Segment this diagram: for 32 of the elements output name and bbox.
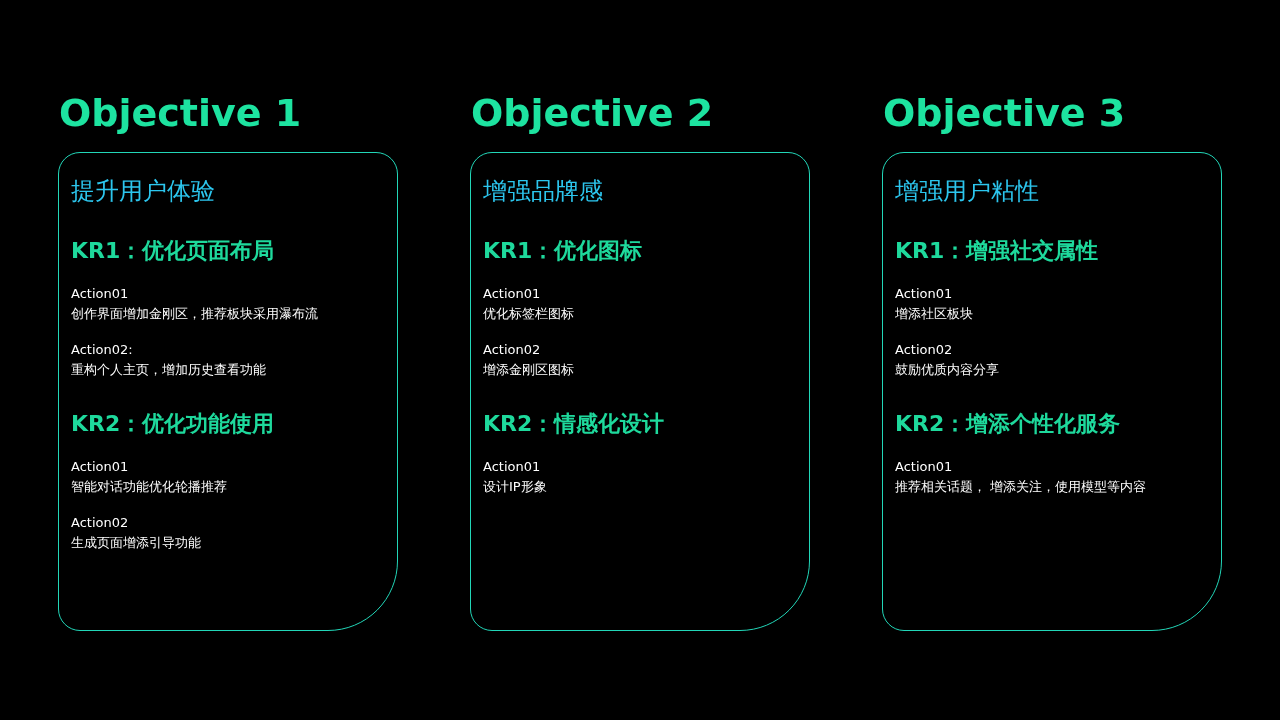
action-description: 推荐相关话题， 增添关注，使用模型等内容 xyxy=(895,478,1148,496)
action-description: 优化标签栏图标 xyxy=(483,305,575,323)
action-label: Action01 xyxy=(895,285,954,303)
action-description: 生成页面增添引导功能 xyxy=(71,534,202,552)
action-label: Action01 xyxy=(483,458,542,476)
action-label: Action02 xyxy=(895,341,954,359)
action-label: Action01 xyxy=(71,458,130,476)
action-description: 增添社区板块 xyxy=(895,305,974,323)
action-label: Action01 xyxy=(483,285,542,303)
key-result-heading: KR2：优化功能使用 xyxy=(71,410,276,438)
action-label: Action01 xyxy=(71,285,130,303)
action-label: Action02 xyxy=(483,341,542,359)
action-description: 智能对话功能优化轮播推荐 xyxy=(71,478,228,496)
action-label: Action01 xyxy=(895,458,954,476)
action-label: Action02: xyxy=(71,341,134,359)
key-result-heading: KR1：优化页面布局 xyxy=(71,237,276,265)
objective-heading: Objective 1 xyxy=(59,91,302,135)
action-description: 增添金刚区图标 xyxy=(483,361,575,379)
key-result-heading: KR1：增强社交属性 xyxy=(895,237,1100,265)
objective-heading: Objective 3 xyxy=(883,91,1126,135)
objective-subtitle: 增强用户粘性 xyxy=(895,176,1039,207)
action-description: 鼓励优质内容分享 xyxy=(895,361,1000,379)
action-description: 创作界面增加金刚区，推荐板块采用瀑布流 xyxy=(71,305,319,323)
key-result-heading: KR1：优化图标 xyxy=(483,237,644,265)
action-description: 重构个人主页，增加历史查看功能 xyxy=(71,361,267,379)
objective-subtitle: 增强品牌感 xyxy=(483,176,603,207)
action-label: Action02 xyxy=(71,514,130,532)
objective-subtitle: 提升用户体验 xyxy=(71,176,215,207)
action-description: 设计IP形象 xyxy=(483,478,548,496)
objective-heading: Objective 2 xyxy=(471,91,714,135)
key-result-heading: KR2：情感化设计 xyxy=(483,410,666,438)
key-result-heading: KR2：增添个性化服务 xyxy=(895,410,1122,438)
